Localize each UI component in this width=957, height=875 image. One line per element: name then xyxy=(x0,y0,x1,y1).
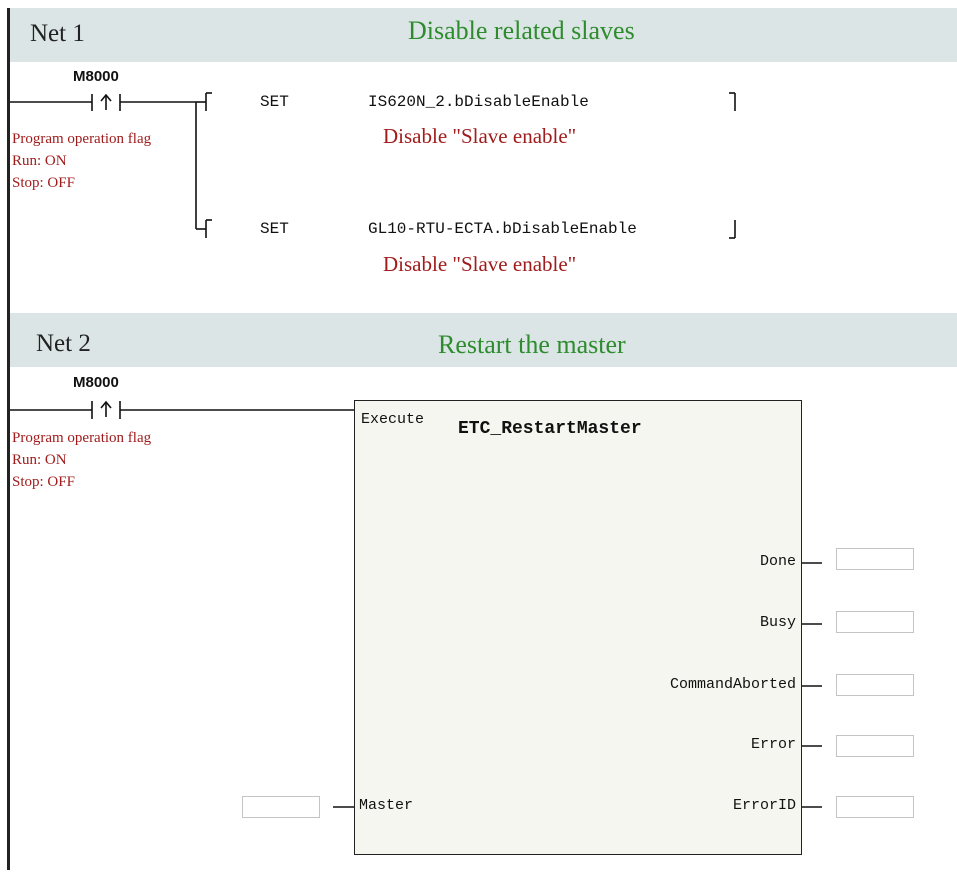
comment-line: Program operation flag xyxy=(12,131,152,147)
coil-2-instruction[interactable]: SET xyxy=(260,220,289,238)
net-1-contact-name: M8000 xyxy=(73,68,119,85)
errorid-variable-field[interactable] xyxy=(836,796,914,818)
fb-input-master: Master xyxy=(359,797,414,814)
fb-output-done: Done xyxy=(759,553,796,570)
coil-2-comment: Disable "Slave enable" xyxy=(383,252,577,276)
comment-line: Run: ON xyxy=(12,452,67,468)
commandaborted-variable-field[interactable] xyxy=(836,674,914,696)
fb-output-error: Error xyxy=(750,736,796,753)
error-variable-field[interactable] xyxy=(836,735,914,757)
function-block[interactable] xyxy=(354,400,802,855)
net-2-contact-comment: Program operation flag Run: ON Stop: OFF xyxy=(12,427,151,493)
net-2-contact-name: M8000 xyxy=(73,374,119,391)
fb-input-execute: Execute xyxy=(361,411,425,428)
coil-1-operand[interactable]: IS620N_2.bDisableEnable xyxy=(368,93,589,111)
coil-2-operand[interactable]: GL10-RTU-ECTA.bDisableEnable xyxy=(368,220,637,238)
fb-name: ETC_RestartMaster xyxy=(458,419,642,439)
net-1-title: Disable related slaves xyxy=(408,16,635,45)
fb-output-busy: Busy xyxy=(759,614,796,631)
comment-line: Run: ON xyxy=(12,153,67,169)
net-2-label: Net 2 xyxy=(36,330,91,357)
rising-edge-contact-icon[interactable] xyxy=(92,397,120,421)
fb-output-errorid: ErrorID xyxy=(732,797,796,814)
done-variable-field[interactable] xyxy=(836,548,914,570)
net-2-title: Restart the master xyxy=(438,330,626,359)
rising-edge-contact-icon[interactable] xyxy=(92,90,120,114)
net-1-header[interactable] xyxy=(10,8,957,62)
comment-line: Stop: OFF xyxy=(12,474,75,490)
net-1-contact-comment: Program operation flag Run: ON Stop: OFF xyxy=(12,128,151,194)
coil-1-comment: Disable "Slave enable" xyxy=(383,124,577,148)
left-power-rail xyxy=(7,8,10,870)
coil-1-instruction[interactable]: SET xyxy=(260,93,289,111)
comment-line: Stop: OFF xyxy=(12,175,75,191)
net-1-label: Net 1 xyxy=(30,20,85,47)
net-2-header[interactable] xyxy=(10,313,957,367)
net-1-rung xyxy=(10,92,736,239)
comment-line: Program operation flag xyxy=(12,430,152,446)
master-variable-field[interactable] xyxy=(242,796,320,818)
fb-output-commandaborted: CommandAborted xyxy=(669,676,796,693)
busy-variable-field[interactable] xyxy=(836,611,914,633)
